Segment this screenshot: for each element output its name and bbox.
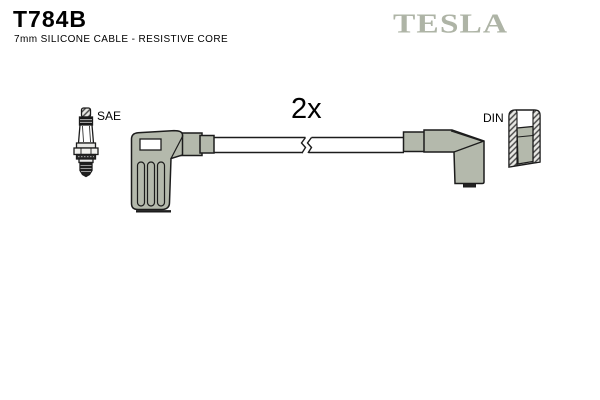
part-number: T784B <box>13 6 88 32</box>
din-label: DIN <box>483 111 504 125</box>
tesla-logo: TESLA <box>393 8 509 39</box>
quantity-label: 2x <box>291 93 322 125</box>
right-boot-connector-icon <box>402 129 485 188</box>
cable-break-right <box>306 137 313 154</box>
sae-label: SAE <box>97 109 121 123</box>
left-boot-connector-icon <box>130 129 215 213</box>
cable <box>213 136 404 154</box>
din-terminal-icon <box>508 109 541 168</box>
cable-spec-subtitle: 7mm SILICONE CABLE - RESISTIVE CORE <box>14 34 229 45</box>
cable-break-left <box>300 137 307 154</box>
spark-plug-icon <box>73 107 99 178</box>
